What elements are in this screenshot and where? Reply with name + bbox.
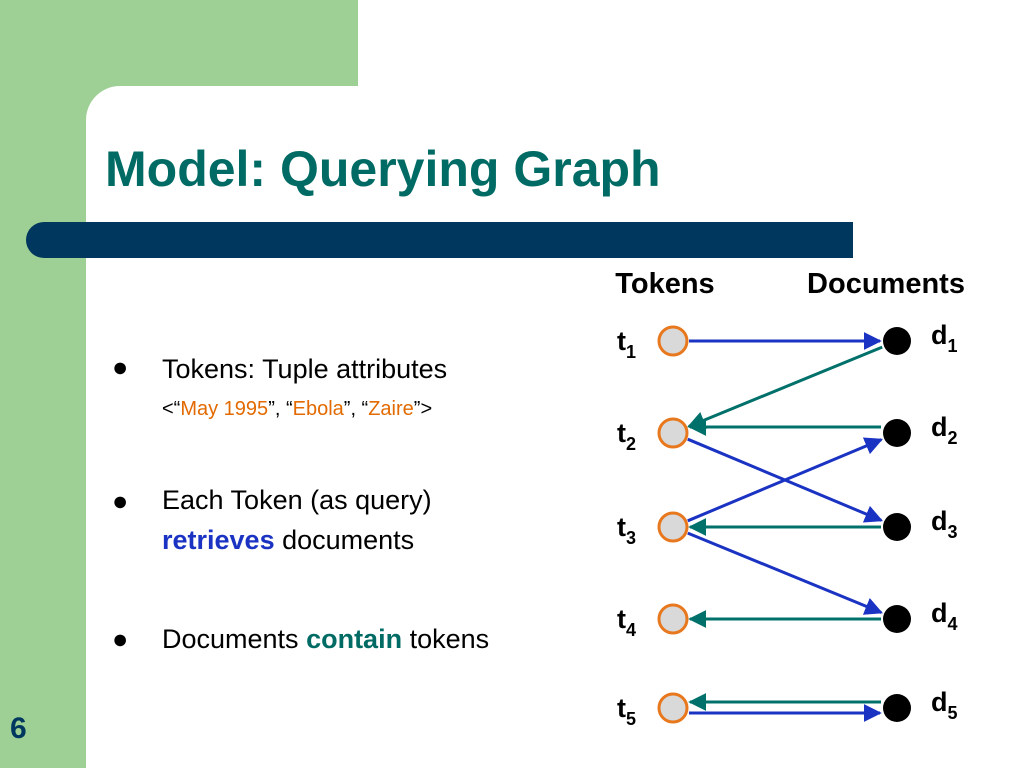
document-node-d2 [883, 419, 911, 447]
page-number: 6 [10, 712, 27, 745]
example-sep-2: ”, “ [343, 398, 369, 420]
graph-nodes: t1 t2 t3 t4 t5 d1 d2 d3 d4 d5 [617, 320, 958, 729]
token-label-t2: t2 [617, 418, 636, 454]
bullet-tokens-example: <“May 1995”, “Ebola”, “Zaire”> [162, 398, 432, 421]
bullet-marker: ● [112, 352, 129, 382]
bullet-marker: ● [112, 486, 129, 516]
token-label-t5: t5 [617, 693, 636, 729]
document-node-d3 [883, 513, 911, 541]
keyword-retrieves: retrieves [162, 525, 275, 555]
example-value-2: Ebola [292, 398, 344, 420]
example-value-1: May 1995 [180, 398, 269, 420]
document-node-d5 [883, 694, 911, 722]
title-divider-bar [26, 222, 853, 258]
document-label-d1: d1 [931, 320, 958, 356]
document-label-d3: d3 [931, 506, 958, 542]
bullet-retrieves-rest: documents [274, 525, 415, 555]
bullet-retrieves-line1: Each Token (as query) [162, 485, 432, 515]
document-label-d4: d4 [931, 598, 958, 634]
example-close: ”> [413, 398, 433, 420]
query-edge-t3-d2 [687, 437, 883, 523]
token-node-t2 [657, 417, 689, 449]
keyword-contain: contain [306, 624, 403, 654]
example-open: <“ [162, 398, 181, 420]
token-label-t3: t3 [617, 512, 636, 548]
bullet-tokens-text: Tokens: Tuple attributes [162, 354, 448, 384]
token-node-t3 [657, 511, 689, 543]
contain-edge-d1-t2 [687, 345, 883, 429]
tokens-column-header: Tokens [615, 268, 714, 300]
token-label-t1: t1 [617, 326, 636, 362]
token-node-t4 [657, 603, 689, 635]
bullet-contain-prefix: Documents [162, 624, 307, 654]
bullet-marker: ● [112, 624, 129, 654]
document-label-d2: d2 [931, 412, 958, 448]
example-value-3: Zaire [368, 398, 414, 420]
token-node-t1 [657, 325, 689, 357]
bullet-contain-text: Documents contain tokens [162, 619, 489, 659]
background-left-band [0, 0, 86, 768]
bullet-retrieves-line2: retrieves documents [162, 520, 414, 560]
graph-edges [687, 332, 883, 722]
bullet-contain-suffix: tokens [402, 624, 490, 654]
document-node-d4 [883, 605, 911, 633]
documents-column-header: Documents [807, 268, 965, 300]
token-label-t4: t4 [617, 604, 636, 640]
example-sep-1: ”, “ [268, 398, 293, 420]
token-node-t5 [657, 692, 689, 724]
query-edge-t3-d4 [687, 531, 883, 615]
slide-title: Model: Querying Graph [105, 141, 661, 197]
document-label-d5: d5 [931, 687, 958, 723]
document-node-d1 [883, 327, 911, 355]
